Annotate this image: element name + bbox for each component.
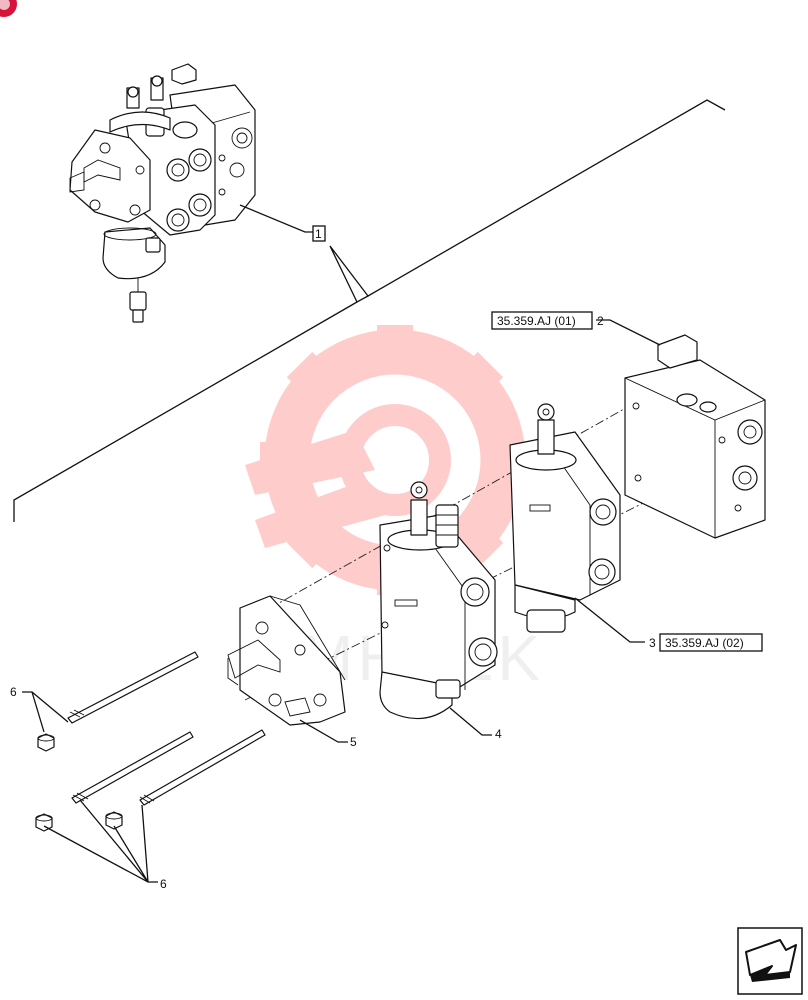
ref-box-1 <box>491 311 593 330</box>
valve-section-3 <box>509 403 621 633</box>
ref-35-359-aj-02: 35.359.AJ (02) <box>665 636 744 650</box>
callout-6-top: 6 <box>10 685 17 699</box>
end-plate-5 <box>227 595 346 726</box>
assembled-valve <box>69 63 256 323</box>
valve-section-4 <box>379 481 498 720</box>
ref-35-359-aj-01: 35.359.AJ (01) <box>497 314 576 328</box>
callout-6-bottom: 6 <box>160 877 167 891</box>
end-cover-block <box>624 334 766 539</box>
tie-bolts <box>35 651 266 832</box>
ref-box-2 <box>659 633 763 652</box>
callout-5: 5 <box>350 735 357 749</box>
callout-1: 1 <box>315 227 322 241</box>
arrow-next-page-icon[interactable] <box>737 927 803 995</box>
callout-box-1 <box>312 225 326 242</box>
callout-2: 2 <box>597 314 604 328</box>
callout-4: 4 <box>495 727 502 741</box>
callout-3: 3 <box>649 636 656 650</box>
assembly-bracket <box>13 99 726 522</box>
corner-badge-icon <box>0 0 17 17</box>
